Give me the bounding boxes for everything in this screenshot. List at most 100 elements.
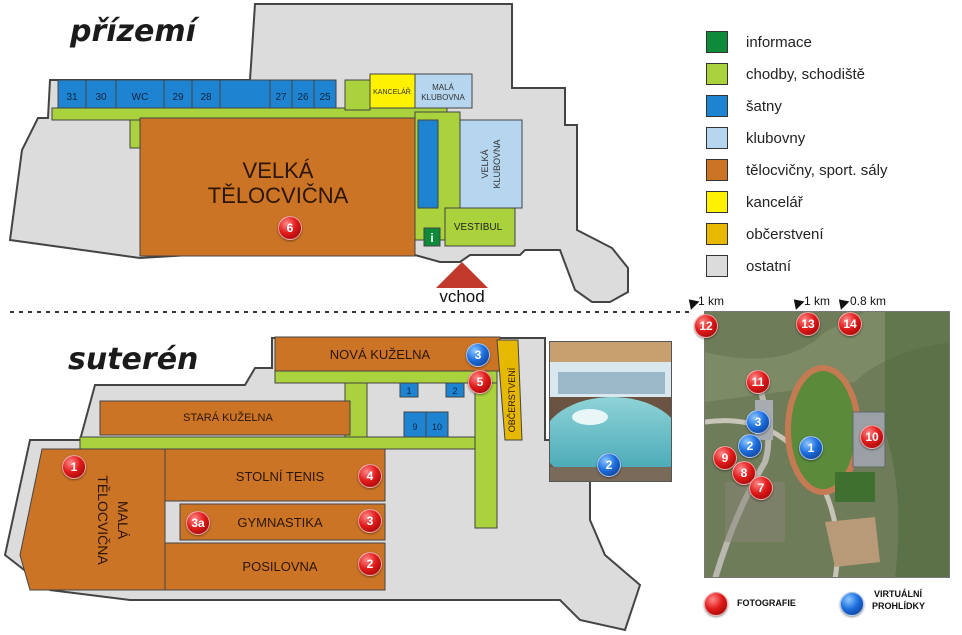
ground-lockers: 31 30 WC 29 28 27 26 25 — [57, 79, 337, 109]
legend-label: chodby, schodiště — [746, 65, 865, 83]
gym-room[interactable] — [164, 542, 386, 591]
photo-marker[interactable]: 3a — [186, 511, 210, 535]
locker-room[interactable] — [445, 382, 465, 398]
gym-label: POSILOVNA — [242, 559, 317, 574]
ground-stair-1[interactable] — [344, 79, 371, 111]
legend-label: klubovny — [746, 129, 806, 147]
locker-room[interactable] — [417, 119, 439, 209]
legend-item-lockers: šatny — [706, 90, 956, 122]
pool-photo-image — [550, 342, 671, 481]
locker-label: 25 — [319, 92, 331, 103]
locker-label: WC — [132, 92, 149, 103]
entrance-arrow-icon[interactable] — [436, 262, 488, 288]
locker-room[interactable] — [313, 79, 337, 109]
locker-label: 2 — [452, 386, 457, 396]
photo-marker[interactable]: 6 — [278, 216, 302, 240]
big-club-room[interactable] — [459, 119, 523, 209]
legend-swatch — [706, 223, 728, 245]
big-gym-room[interactable] — [139, 117, 416, 257]
gymnastics-label: GYMNASTIKA — [237, 515, 323, 530]
basement-corridor[interactable] — [274, 370, 498, 384]
legend-item-other: ostatní — [706, 250, 956, 282]
photo-marker[interactable]: 1 — [62, 455, 86, 479]
locker-label: 10 — [432, 422, 442, 432]
info-room[interactable] — [423, 227, 441, 247]
virtual-legend-icon — [840, 592, 864, 616]
direction-arrow-icon — [789, 295, 805, 310]
photo-marker[interactable]: 4 — [358, 464, 382, 488]
table-tennis-room[interactable] — [164, 448, 386, 502]
refreshments-room[interactable] — [496, 339, 523, 441]
photos-legend-label: FOTOGRAFIE — [737, 598, 796, 608]
distance-label: 0.8 km — [850, 294, 887, 308]
small-club-room[interactable] — [414, 73, 473, 109]
gymnastics-room[interactable] — [179, 503, 386, 541]
basement-corridor[interactable] — [474, 382, 498, 529]
virtual-legend-label: PROHLÍDKY — [872, 601, 926, 611]
floor-plan: 31 30 WC 29 28 27 26 25 KANCELÁŘ MALÁ KL… — [3, 3, 692, 632]
direction-arrow-icon — [834, 295, 850, 310]
legend-swatch — [706, 191, 728, 213]
locker-room[interactable] — [85, 79, 117, 109]
ground-vestibule[interactable] — [444, 207, 516, 247]
virtual-tour-marker[interactable]: 1 — [799, 436, 823, 460]
distance-label: 1 km — [804, 294, 831, 308]
locker-label: 30 — [95, 92, 107, 103]
legend-label: informace — [746, 33, 812, 51]
photo-marker[interactable]: 12 — [694, 314, 718, 338]
office-room[interactable] — [369, 73, 416, 109]
big-club-label: VELKÁ — [480, 149, 490, 178]
locker-room[interactable] — [163, 79, 193, 109]
wc-room[interactable] — [115, 79, 165, 109]
info-icon: i — [430, 231, 433, 245]
basement-plan: NOVÁ KUŽELNA OBČERSTVENÍ 1 2 9 10 STARÁ … — [3, 336, 642, 632]
big-club-label: KLUBOVNA — [492, 139, 502, 188]
locker-label: 9 — [412, 422, 417, 432]
vestibule-label: VESTIBUL — [454, 222, 503, 233]
entrance-label[interactable]: vchod — [439, 287, 484, 306]
old-bowling-room[interactable] — [99, 400, 351, 436]
locker-label: 26 — [297, 92, 309, 103]
locker-label: 1 — [406, 386, 411, 396]
old-bowling-label: STARÁ KUŽELNA — [183, 411, 273, 424]
pool-photo[interactable] — [549, 341, 672, 482]
legend-label: šatny — [746, 97, 782, 115]
new-bowling-label: NOVÁ KUŽELNA — [330, 347, 431, 362]
virtual-tour-marker[interactable]: 3 — [746, 410, 770, 434]
photo-marker[interactable]: 13 — [796, 312, 820, 336]
small-gym-room[interactable] — [19, 448, 166, 591]
photo-marker[interactable]: 11 — [746, 370, 770, 394]
legend-item-office: kancelář — [706, 186, 956, 218]
photo-marker[interactable]: 10 — [860, 425, 884, 449]
locker-room[interactable] — [219, 79, 271, 109]
locker-room[interactable] — [191, 79, 221, 109]
photo-marker[interactable]: 14 — [838, 312, 862, 336]
distance-label: 1 km — [698, 294, 725, 308]
legend-item-refreshments: občerstvení — [706, 218, 956, 250]
basement-corridor[interactable] — [79, 436, 491, 450]
locker-room[interactable] — [425, 411, 449, 438]
photo-marker[interactable]: 5 — [468, 370, 492, 394]
ground-floor-title: přízemí — [70, 14, 196, 49]
legend-item-gyms: tělocvičny, sport. sály — [706, 154, 956, 186]
photo-marker[interactable]: 2 — [358, 552, 382, 576]
legend-item-corridors: chodby, schodiště — [706, 58, 956, 90]
legend-label: tělocvičny, sport. sály — [746, 161, 888, 179]
virtual-tour-marker[interactable]: 2 — [597, 453, 621, 477]
locker-label: 28 — [200, 92, 212, 103]
legend-item-info: informace — [706, 26, 956, 58]
virtual-tour-marker[interactable]: 2 — [738, 434, 762, 458]
photo-marker[interactable]: 7 — [749, 476, 773, 500]
legend-swatch — [706, 31, 728, 53]
virtual-legend-label: VIRTUÁLNÍ — [874, 589, 922, 599]
legend-swatch — [706, 159, 728, 181]
photo-marker[interactable]: 3 — [358, 509, 382, 533]
legend-swatch — [706, 95, 728, 117]
virtual-tour-marker[interactable]: 3 — [466, 343, 490, 367]
locker-label: 27 — [275, 92, 287, 103]
ground-floor-plan: 31 30 WC 29 28 27 26 25 KANCELÁŘ MALÁ KL… — [8, 3, 629, 306]
locker-label: 29 — [172, 92, 184, 103]
locker-room[interactable] — [57, 79, 87, 109]
locker-room[interactable] — [399, 382, 419, 398]
small-gym-label: MALÁ — [115, 501, 131, 540]
